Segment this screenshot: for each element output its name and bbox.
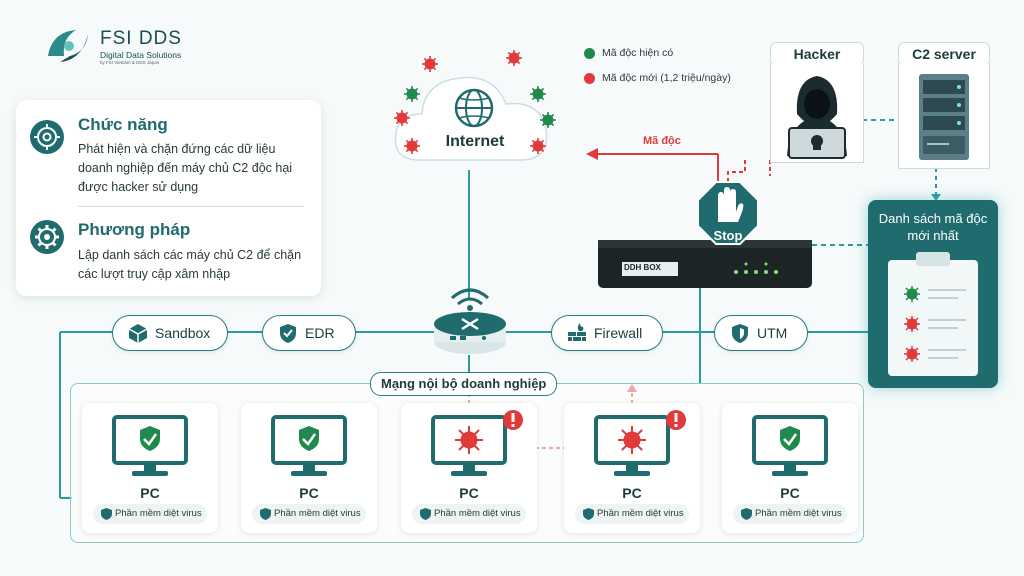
- firewall-label: Firewall: [594, 325, 643, 341]
- server-icon: [919, 74, 969, 160]
- hacker-icon: [787, 76, 847, 159]
- antivirus-label: Phần mềm diệt virus: [434, 508, 521, 519]
- feature-text-method: Lập danh sách các máy chủ C2 để chặn các…: [78, 248, 302, 281]
- antivirus-badge: Phần mềm diệt virus: [733, 504, 847, 524]
- hacker-label: Hacker: [770, 42, 864, 66]
- ddh-box-appliance: [598, 240, 812, 288]
- shield-icon: [732, 324, 748, 343]
- antivirus-shield-icon: [420, 508, 431, 520]
- router-icon: [434, 288, 506, 354]
- blacklist-title: Danh sách mã độc mới nhất: [878, 211, 988, 243]
- legend-dot-existing: [584, 48, 595, 59]
- malware-icons: [393, 49, 557, 155]
- pc-label: PC: [459, 485, 479, 501]
- virus-icon: [539, 111, 557, 129]
- edr-label: EDR: [305, 325, 335, 341]
- internet-label: Internet: [445, 133, 505, 150]
- antivirus-badge: Phần mềm diệt virus: [252, 504, 366, 524]
- antivirus-label: Phần mềm diệt virus: [115, 508, 202, 519]
- antivirus-badge: Phần mềm diệt virus: [93, 504, 207, 524]
- pc-label: PC: [780, 485, 800, 501]
- legend-new: Mã độc mới (1,2 triệu/ngày): [602, 72, 731, 84]
- globe-icon: [454, 88, 494, 128]
- feature-text-function: Phát hiện và chặn đứng các dữ liệu doanh…: [78, 142, 293, 194]
- pc-card-infected[interactable]: PC Phần mềm diệt virus: [564, 403, 700, 533]
- c2-server-label: C2 server: [898, 42, 990, 66]
- pc-card-infected[interactable]: PC Phần mềm diệt virus: [401, 403, 537, 533]
- pc-label: PC: [622, 485, 642, 501]
- internet-cloud: [394, 76, 548, 161]
- appliance-label: DDH BOX: [624, 263, 661, 272]
- virus-icon: [403, 137, 421, 155]
- sandbox-label: Sandbox: [155, 325, 211, 341]
- feature-title-method: Phương pháp: [78, 220, 191, 239]
- antivirus-shield-icon: [583, 508, 594, 520]
- feature-divider: [78, 206, 304, 207]
- antivirus-shield-icon: [741, 508, 752, 520]
- feature-title-function: Chức năng: [78, 115, 168, 134]
- logo-tagline: Digital Data Solutions: [100, 50, 182, 60]
- clipboard-icon: [888, 252, 978, 376]
- logo-byline: by FSI Vietnam & DDS Japan: [100, 60, 160, 65]
- antivirus-label: Phần mềm diệt virus: [274, 508, 361, 519]
- antivirus-shield-icon: [260, 508, 271, 520]
- target-icon: [30, 120, 64, 154]
- legend-dot-new: [584, 73, 595, 84]
- shield-check-icon: [280, 324, 296, 343]
- logo-mark-icon: [48, 30, 88, 62]
- pc-card[interactable]: PC Phần mềm diệt virus: [82, 403, 218, 533]
- utm-label: UTM: [757, 325, 788, 341]
- monitor-safe-icon: [112, 415, 188, 476]
- virus-icon: [529, 137, 547, 155]
- virus-icon: [529, 85, 547, 103]
- monitor-safe-icon: [752, 415, 828, 476]
- antivirus-label: Phần mềm diệt virus: [597, 508, 684, 519]
- edr-module[interactable]: EDR: [262, 315, 356, 351]
- stop-sign-icon: [697, 181, 759, 245]
- antivirus-label: Phần mềm diệt virus: [755, 508, 842, 519]
- virus-icon: [393, 109, 411, 127]
- virus-icon: [505, 49, 523, 67]
- pc-label: PC: [140, 485, 160, 501]
- pc-card[interactable]: PC Phần mềm diệt virus: [241, 403, 377, 533]
- monitor-infected-icon: [594, 410, 686, 476]
- legend-existing: Mã độc hiện có: [602, 47, 674, 59]
- pc-card[interactable]: PC Phần mềm diệt virus: [722, 403, 858, 533]
- virus-icon: [421, 55, 439, 73]
- feature-card: Chức năng Phát hiện và chặn đứng các dữ …: [16, 100, 321, 296]
- firewall-module[interactable]: Firewall: [551, 315, 663, 351]
- pc-label: PC: [299, 485, 319, 501]
- stop-label: Stop: [713, 228, 743, 243]
- utm-module[interactable]: UTM: [714, 315, 808, 351]
- virus-icon: [403, 85, 421, 103]
- antivirus-shield-icon: [101, 508, 112, 520]
- hacker-panel: [770, 64, 864, 163]
- malware-arrow-label: Mã độc: [643, 135, 681, 147]
- cube-icon: [128, 324, 148, 343]
- c2-server-panel: [898, 64, 990, 169]
- gear-icon: [30, 220, 64, 254]
- monitor-infected-icon: [431, 410, 523, 476]
- antivirus-badge: Phần mềm diệt virus: [412, 504, 526, 524]
- sandbox-module[interactable]: Sandbox: [112, 315, 228, 351]
- firewall-icon: [568, 323, 586, 341]
- logo: FSI DDS Digital Data Solutions by FSI Vi…: [42, 26, 232, 70]
- logo-name: FSI DDS: [100, 28, 182, 49]
- malware-blacklist: Danh sách mã độc mới nhất: [868, 200, 998, 388]
- antivirus-badge: Phần mềm diệt virus: [575, 504, 689, 524]
- monitor-safe-icon: [271, 415, 347, 476]
- internal-network-label: Mạng nội bộ doanh nghiệp: [370, 372, 558, 396]
